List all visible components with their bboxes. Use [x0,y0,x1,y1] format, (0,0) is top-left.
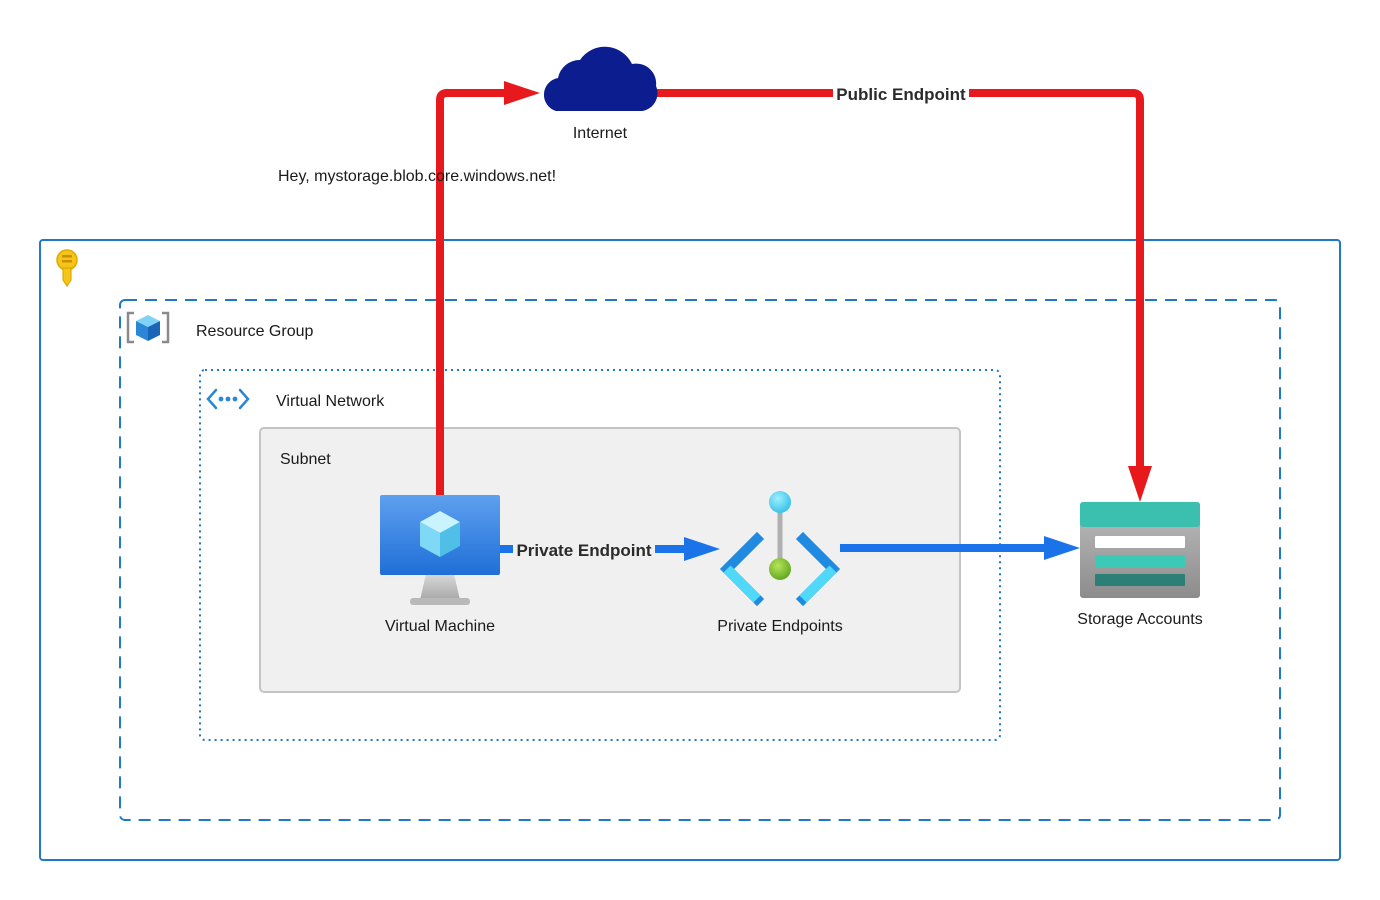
internet-label: Internet [573,125,628,142]
vm-to-internet-edge [436,89,510,495]
virtual-machine-label: Virtual Machine [385,618,495,635]
resource-group-label: Resource Group [196,323,313,340]
vm-to-internet-arrowhead [504,81,540,105]
resource-group-icon [126,311,170,344]
private-endpoints-label: Private Endpoints [717,618,842,635]
virtual-network-icon [206,388,250,410]
storage-account-icon [1080,502,1200,598]
dns-query-label: Hey, mystorage.blob.core.windows.net! [278,168,556,185]
resource-group-boundary [119,299,1281,821]
public-endpoint-label: Public Endpoint [836,85,966,104]
subscription-boundary [39,239,1341,861]
private-endpoint-to-storage-arrowhead [1044,536,1080,560]
virtual-network-label: Virtual Network [276,393,385,410]
subnet-label: Subnet [280,451,331,468]
internet-to-storage-arrowhead [1128,466,1152,502]
virtual-network-boundary [199,369,1001,741]
vm-to-private-endpoint-arrowhead [684,537,720,561]
cloud-icon [543,46,658,111]
internet-to-storage-edge [655,89,1144,470]
key-icon [56,249,78,288]
virtual-machine-icon [380,495,500,605]
storage-accounts-label: Storage Accounts [1077,611,1202,628]
private-endpoint-icon [719,491,841,607]
private-endpoint-label: Private Endpoint [516,541,651,560]
